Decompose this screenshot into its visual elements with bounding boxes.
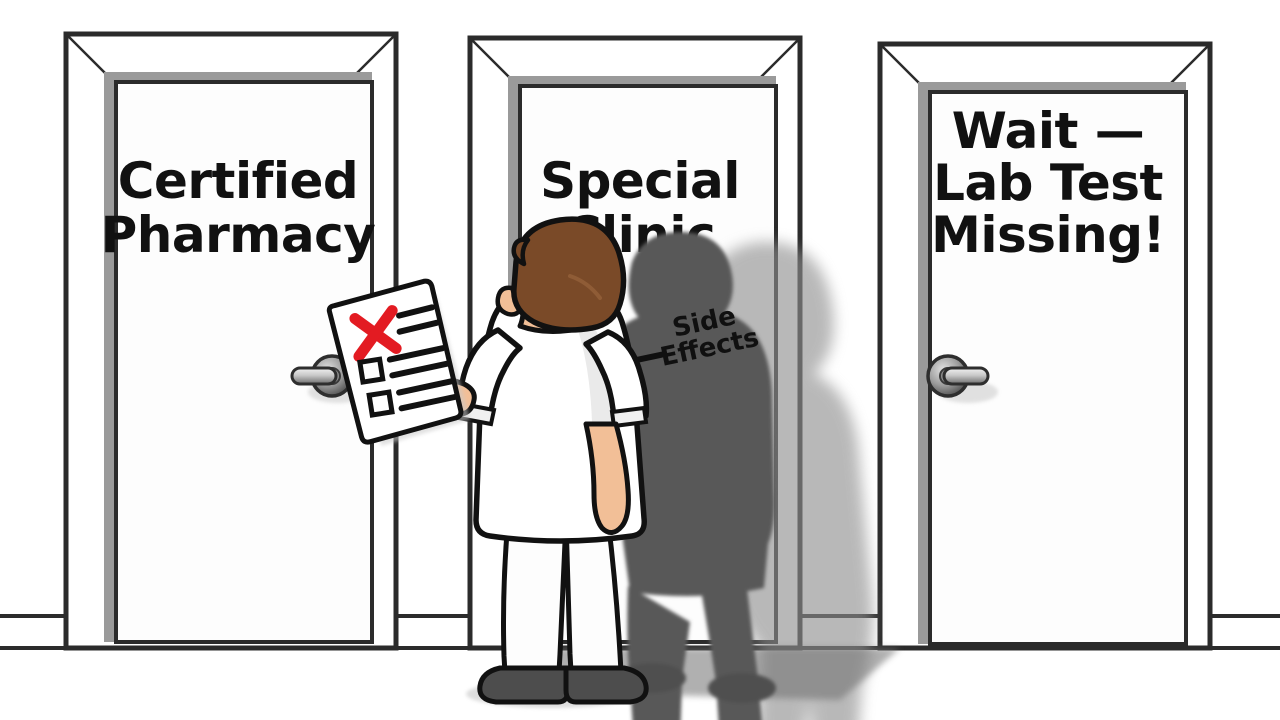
checklist-line-3 <box>386 345 446 363</box>
door-3-handle-lever[interactable] <box>942 366 990 386</box>
side-effects-label: Side Effects <box>658 301 762 373</box>
pharmacist-figure[interactable] <box>371 216 650 708</box>
side-effects-shadow-figure: Side Effects <box>542 232 776 720</box>
door-2-mitre-right <box>759 39 799 79</box>
checklist-line-2 <box>396 319 440 335</box>
checklist-paper[interactable] <box>326 278 472 451</box>
door-1-label-line-1: Certified <box>118 152 358 210</box>
door-1-mitre-right <box>355 35 395 75</box>
person-right-shoe <box>563 665 649 705</box>
door-3-mitre-left <box>881 45 921 85</box>
person-left-leg <box>501 517 569 693</box>
person-hair-tuft <box>511 237 531 267</box>
door-1-label-line-2: Pharmacy <box>101 206 376 264</box>
checklist-checkbox-2[interactable] <box>366 389 395 418</box>
person-hair-highlight <box>568 274 602 300</box>
checklist-line-4 <box>389 360 451 379</box>
door-3-mitre-right <box>1169 45 1209 85</box>
checklist-line-5 <box>396 378 455 396</box>
person-right-arm <box>583 421 631 535</box>
checklist-line-6 <box>398 393 460 412</box>
checklist-checkbox-1[interactable] <box>357 356 386 385</box>
door-3-handle[interactable] <box>926 354 998 403</box>
door-1-handle-lever[interactable] <box>290 366 338 386</box>
door-3-label-line-2: Lab Test <box>933 154 1163 212</box>
door-2-label-line-1: Special <box>540 152 740 210</box>
door-certified-pharmacy[interactable]: Certified Pharmacy <box>63 31 399 651</box>
door-2-mitre-left <box>471 39 511 79</box>
person-left-shoe <box>477 665 571 705</box>
door-3-label-line-1: Wait — <box>952 102 1145 160</box>
checklist-line-1 <box>396 304 436 319</box>
door-3-label-line-3: Missing! <box>931 206 1165 264</box>
door-1-mitre-left <box>67 35 107 75</box>
door-lab-test-missing[interactable]: Wait — Lab Test Missing! <box>877 41 1213 651</box>
checklist-x-mark <box>349 305 402 362</box>
person-right-cuff <box>609 405 649 429</box>
person-ear <box>495 285 523 317</box>
